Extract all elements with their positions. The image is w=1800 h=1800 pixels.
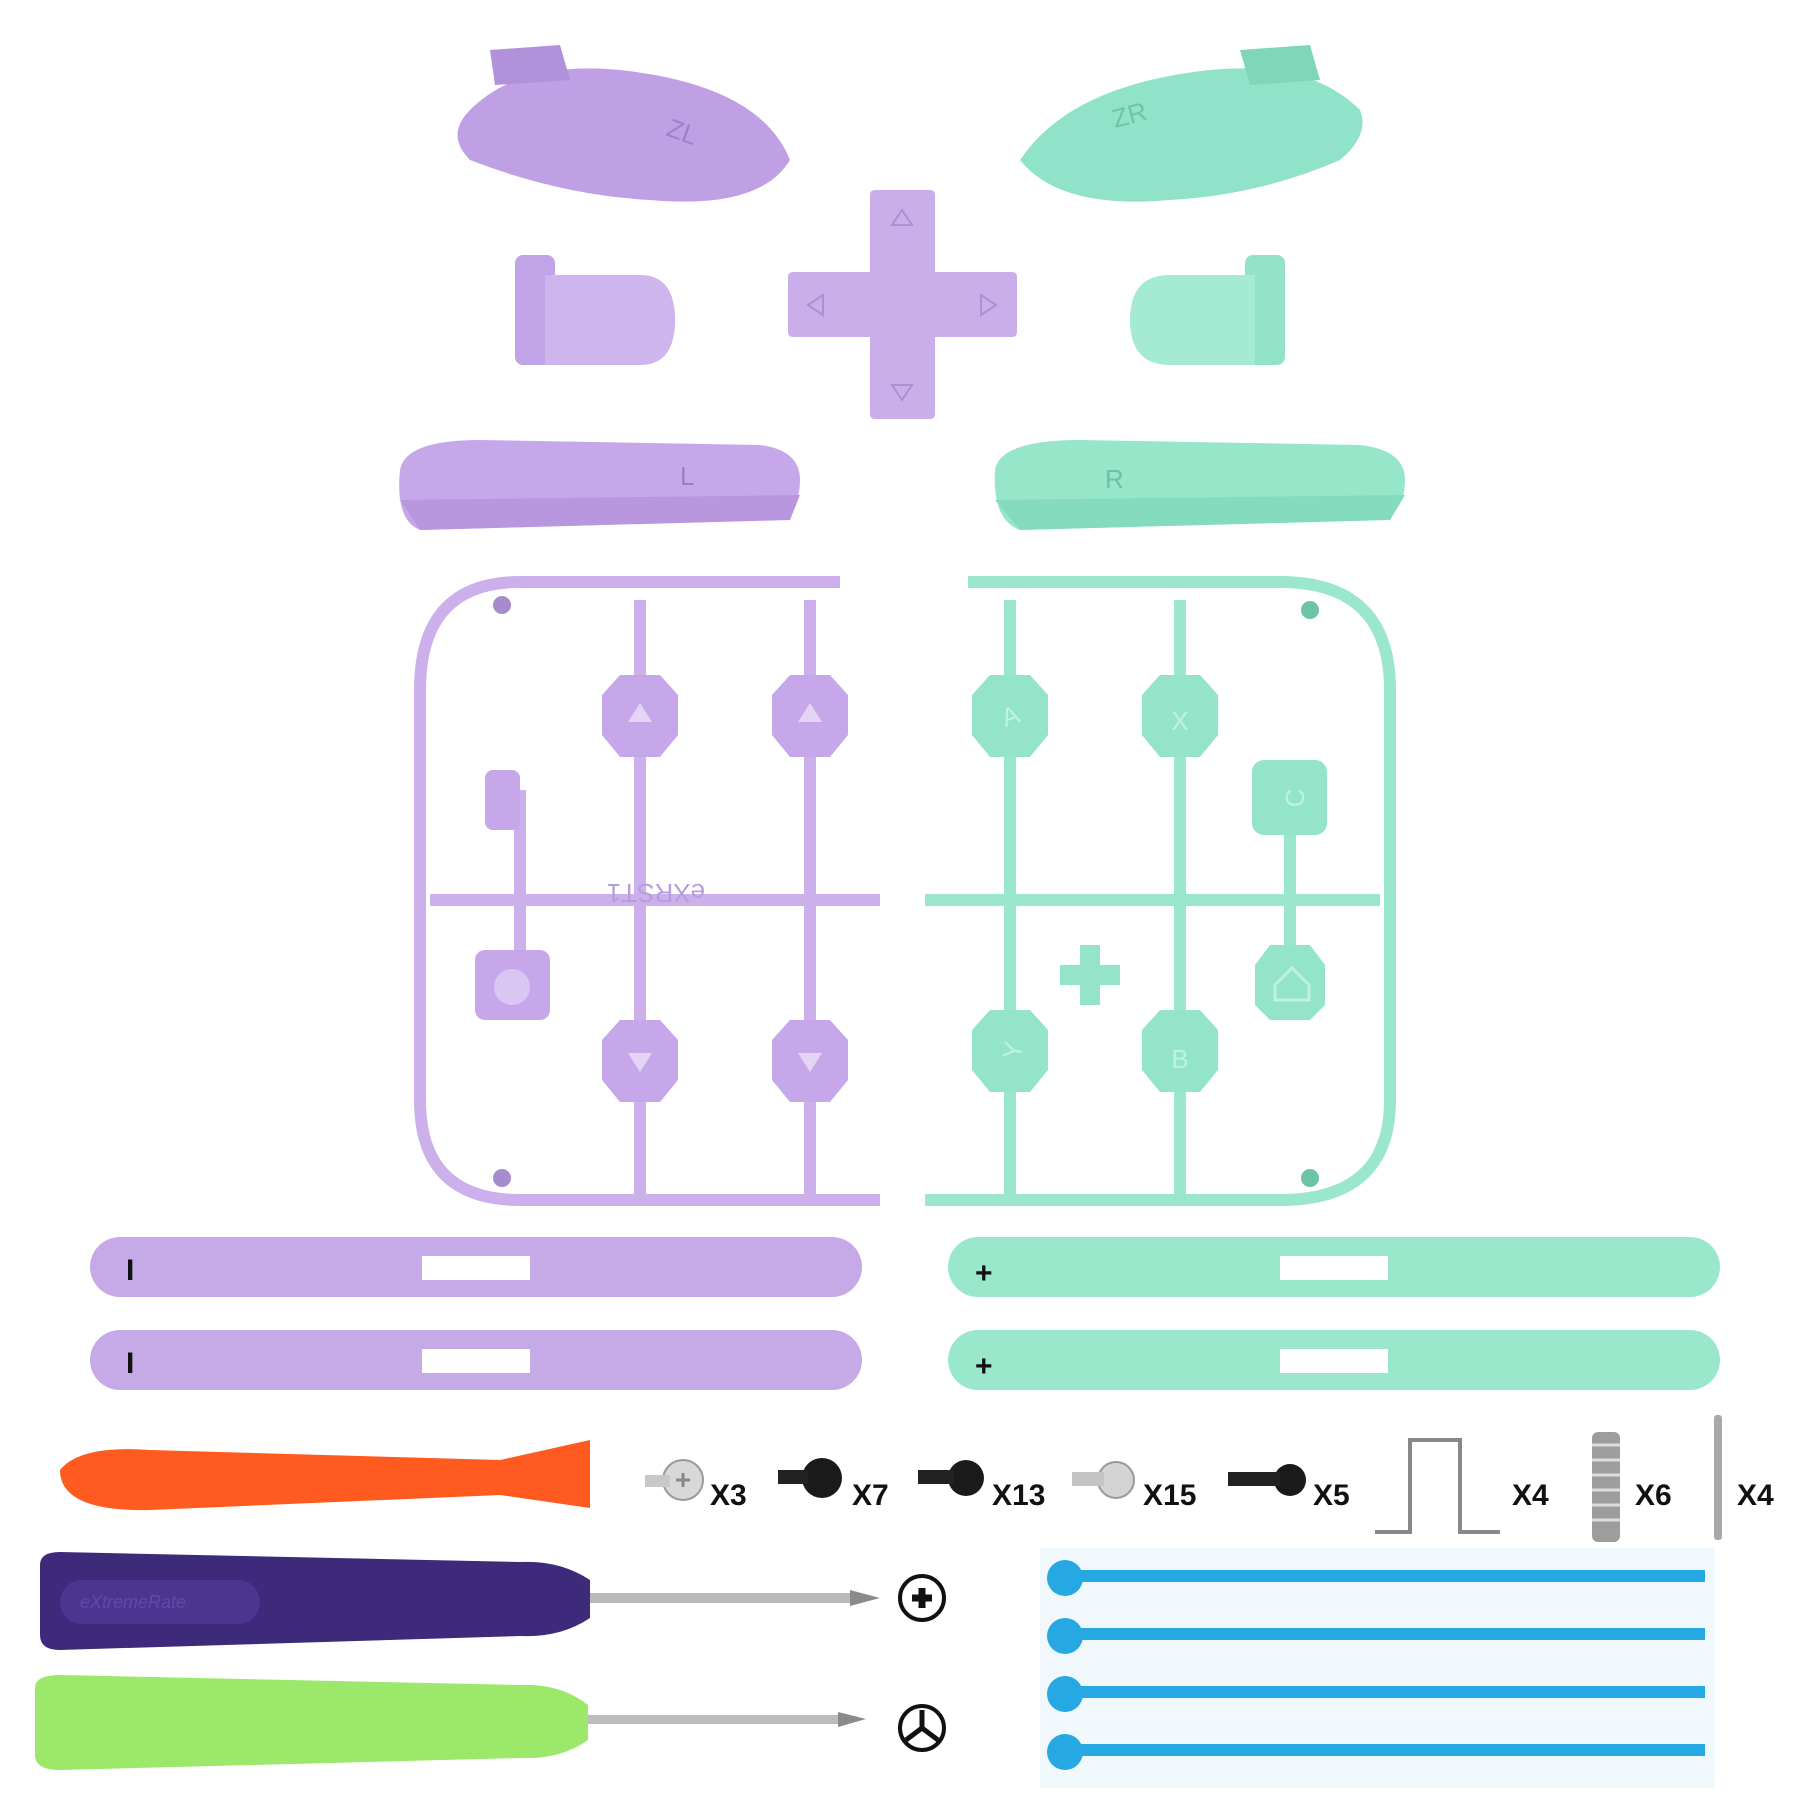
left-rail-bottom: I	[90, 1330, 862, 1390]
phillips-icon	[898, 1574, 946, 1622]
right-button-sprue	[925, 576, 1396, 1206]
black-screw-medium	[918, 1460, 984, 1496]
black-screw-medium-qty: X13	[992, 1479, 1045, 1512]
y-button: Y	[972, 1010, 1048, 1092]
ribbon-strip	[1047, 1560, 1705, 1596]
d-pad	[788, 190, 1017, 419]
up-button	[602, 675, 678, 757]
capture-button-lavender	[475, 950, 550, 1020]
spring	[1592, 1432, 1620, 1542]
d-pad-right-icon	[980, 293, 998, 317]
plus-symbol: +	[975, 1350, 993, 1383]
minus-button-piece	[485, 770, 520, 830]
right-latch-piece	[1130, 255, 1285, 365]
zl-trigger: ZL	[457, 45, 790, 202]
silver-screw-small	[1072, 1461, 1135, 1499]
a-button: A	[972, 675, 1048, 757]
ribbon-strip	[1047, 1676, 1705, 1712]
b-label: B	[1171, 1044, 1188, 1074]
ribbon-strip	[1047, 1734, 1705, 1770]
sprue-pin	[493, 1169, 511, 1187]
phillips-screwdriver: eXtremeRate	[40, 1552, 880, 1650]
left-rail-top: I	[90, 1237, 862, 1297]
metal-pin-qty: X4	[1737, 1479, 1774, 1512]
black-screw-long	[1228, 1464, 1306, 1496]
ribbon-strip	[1047, 1618, 1705, 1654]
up-button	[772, 675, 848, 757]
l-bumper: L	[399, 440, 800, 530]
black-screw-long-qty: X5	[1313, 1479, 1350, 1512]
sprue-mark: eXRST1	[607, 878, 705, 908]
plus-button-piece	[1060, 945, 1120, 1005]
metal-pin	[1714, 1415, 1722, 1540]
handle-brand: eXtremeRate	[80, 1592, 186, 1612]
x-button: X	[1142, 675, 1218, 757]
l-label: L	[680, 461, 694, 491]
silver-screw-small-qty: X15	[1143, 1479, 1196, 1512]
tri-wing-screwdriver	[35, 1675, 866, 1770]
home-button	[1255, 945, 1325, 1020]
black-screw-small	[778, 1458, 842, 1498]
left-latch-piece	[515, 255, 675, 365]
tri-wing-icon	[898, 1704, 946, 1752]
d-pad-up-icon	[890, 208, 914, 226]
capture-label: C	[1280, 789, 1310, 808]
r-bumper: R	[994, 440, 1405, 530]
spring-qty: X6	[1635, 1479, 1672, 1512]
silver-screw-large	[645, 1459, 704, 1501]
metal-clip	[1375, 1438, 1500, 1534]
silver-screw-large-qty: X3	[710, 1479, 747, 1512]
zr-trigger: ZR	[1020, 45, 1363, 202]
d-pad-down-icon	[890, 384, 914, 402]
sprue-pin	[1301, 1169, 1319, 1187]
minus-symbol: I	[126, 1347, 134, 1380]
r-label: R	[1105, 464, 1124, 494]
sprue-pin	[1301, 601, 1319, 619]
plus-symbol: +	[975, 1257, 993, 1290]
right-rail-top: +	[948, 1237, 1720, 1297]
down-button	[772, 1020, 848, 1102]
y-label: Y	[997, 1039, 1030, 1061]
capture-c-button: C	[1252, 760, 1327, 835]
down-button	[602, 1020, 678, 1102]
ribbon-cable-panel	[1040, 1548, 1715, 1788]
black-screw-small-qty: X7	[852, 1479, 889, 1512]
pry-tool	[60, 1440, 590, 1511]
b-button: B	[1142, 1010, 1218, 1092]
minus-symbol: I	[126, 1254, 134, 1287]
right-rail-bottom: +	[948, 1330, 1720, 1390]
d-pad-left-icon	[806, 293, 824, 317]
sprue-pin	[493, 596, 511, 614]
x-label: X	[1171, 706, 1188, 736]
metal-clip-qty: X4	[1512, 1479, 1549, 1512]
